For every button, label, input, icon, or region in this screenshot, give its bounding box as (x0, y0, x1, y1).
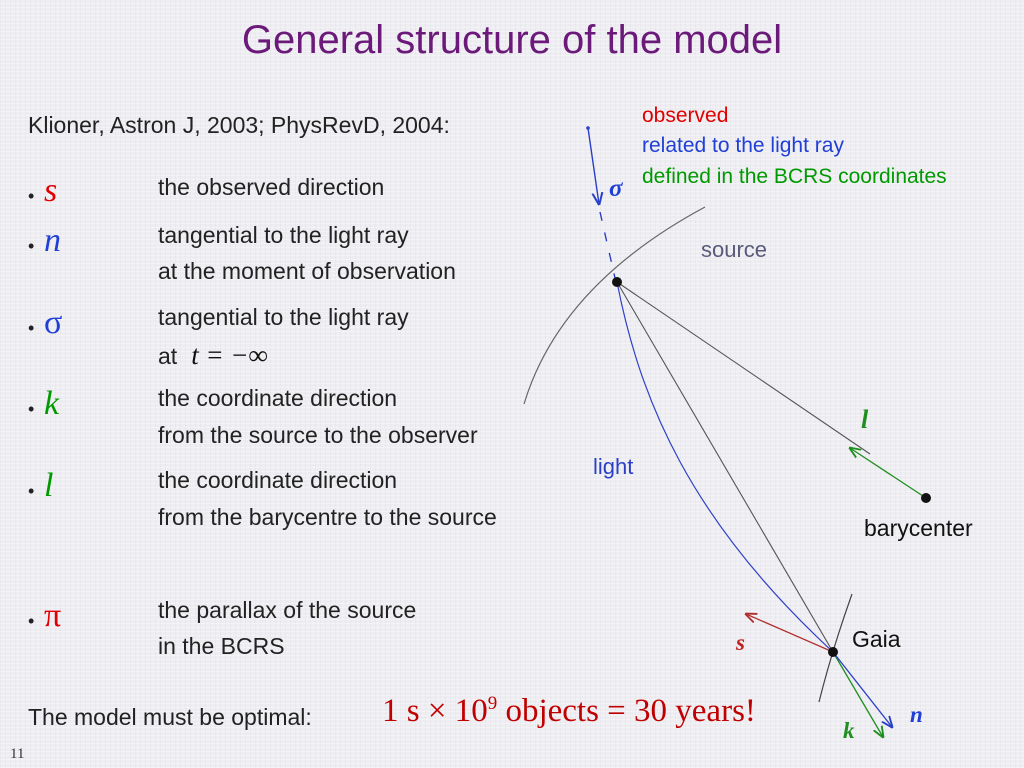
gaia-point (828, 647, 838, 657)
slide-number: 11 (10, 746, 25, 762)
symbol-sigma: σ (44, 304, 63, 341)
item-desc: at (158, 343, 178, 369)
source-barycenter-line (616, 281, 871, 455)
label-light: light (593, 454, 634, 479)
label-gaia: Gaia (852, 626, 901, 652)
optimal-statement: The model must be optimal: (28, 704, 312, 730)
label-n: n (910, 702, 923, 727)
source-point (612, 277, 622, 287)
legend-bcrs: defined in the BCRS coordinates (642, 165, 947, 188)
legend-light-ray: related to the light ray (642, 134, 844, 157)
equation-exponent: 9 (487, 693, 498, 714)
item-desc: the coordinate direction (158, 467, 398, 493)
barycenter-point (921, 493, 931, 503)
symbol-l: l (44, 467, 54, 504)
k-arrow (832, 651, 883, 737)
item-desc: the parallax of the source (158, 597, 417, 623)
item-desc: the observed direction (158, 174, 385, 200)
legend-observed: observed (642, 104, 729, 127)
equation-main: 1 s × 10 (382, 693, 488, 729)
sigma-origin-dot (586, 126, 590, 130)
item-desc-with-math: at t = −∞ (158, 340, 268, 371)
sigma-dashed-extension (599, 211, 616, 279)
item-desc: from the barycentre to the source (158, 504, 497, 530)
s-arrow (746, 614, 834, 653)
item-desc: at the moment of observation (158, 258, 456, 284)
item-desc: in the BCRS (158, 633, 285, 659)
optimal-equation: 1 s × 109 objects = 30 years! (382, 693, 756, 730)
bullet: • (28, 611, 35, 631)
source-sphere-arc (523, 206, 706, 405)
item-desc: tangential to the light ray (158, 304, 409, 330)
reference-citation: Klioner, Astron J, 2003; PhysRevD, 2004: (28, 112, 450, 138)
label-sigma: σ (609, 175, 623, 202)
n-arrow (832, 651, 892, 727)
bullet: • (28, 236, 35, 256)
item-desc: tangential to the light ray (158, 222, 409, 248)
bullet: • (28, 399, 35, 419)
source-gaia-line (616, 281, 834, 653)
label-s: s (736, 630, 745, 655)
label-k: k (843, 718, 855, 743)
symbol-pi: π (44, 597, 62, 634)
l-arrow (850, 448, 927, 499)
symbol-k: k (44, 385, 60, 422)
item-desc: the coordinate direction (158, 385, 398, 411)
bullet: • (28, 481, 35, 501)
bullet: • (28, 186, 35, 206)
label-l: l (861, 405, 869, 434)
math-t-minus-infinity: t = −∞ (191, 340, 268, 370)
label-source: source (701, 237, 768, 262)
label-barycenter: barycenter (864, 515, 973, 541)
bullet: • (28, 318, 35, 338)
item-desc: from the source to the observer (158, 422, 478, 448)
sigma-arrow (587, 127, 599, 204)
slide-title: General structure of the model (241, 18, 783, 62)
symbol-n: n (44, 222, 61, 259)
light-ray-curve (616, 281, 834, 653)
symbol-s: s (44, 172, 58, 209)
equation-rest: objects = 30 years! (497, 693, 756, 729)
